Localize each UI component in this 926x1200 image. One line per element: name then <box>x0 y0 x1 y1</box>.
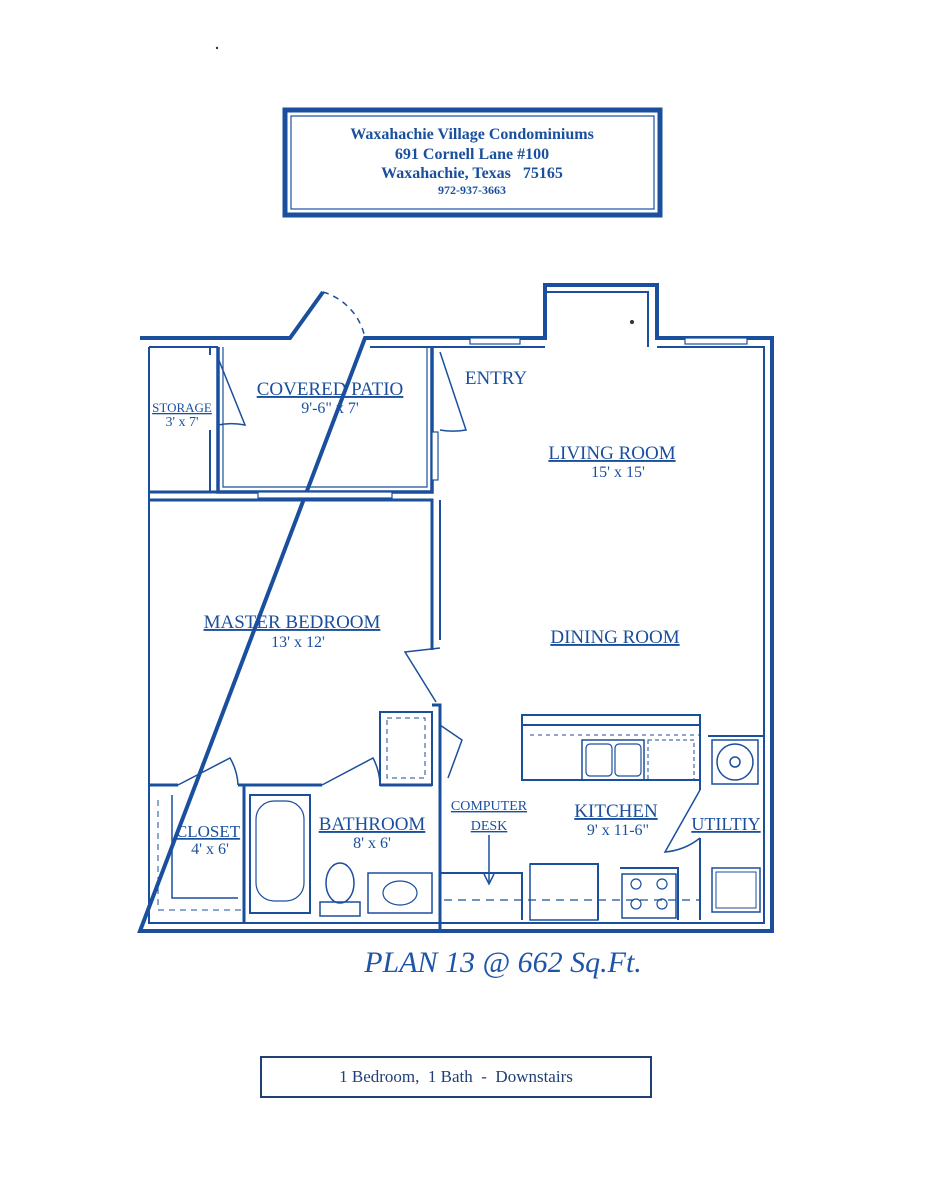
kitchen-label: KITCHEN <box>574 801 658 822</box>
kitchen-sink-icon <box>581 739 645 781</box>
storage-dims: 3' x 7' <box>165 415 198 430</box>
closet-label: CLOSET <box>176 822 241 841</box>
header-box: Waxahachie Village Condominiums 691 Corn… <box>282 107 663 218</box>
speck <box>630 320 634 324</box>
storage-label: STORAGE <box>152 400 212 415</box>
refrigerator-icon <box>529 863 599 921</box>
bathroom-label: BATHROOM <box>319 814 426 835</box>
fixtures <box>249 739 761 921</box>
entry-label: ENTRY <box>465 368 528 389</box>
water-heater-icon <box>711 739 759 785</box>
street-address: 691 Cornell Lane #100 <box>395 146 549 163</box>
living-room-dims: 15' x 15' <box>591 464 645 481</box>
bathroom-dims: 8' x 6' <box>353 835 391 852</box>
speck <box>215 46 219 50</box>
kitchen-dims: 9' x 11-6" <box>587 822 649 839</box>
patio-label: COVERED PATIO <box>257 379 404 400</box>
walls <box>137 283 774 933</box>
computer-desk-label-2: DESK <box>471 819 508 834</box>
plan-title: PLAN 13 @ 662 Sq.Ft. <box>363 946 642 979</box>
master-bedroom-dims: 13' x 12' <box>271 634 325 651</box>
patio-dims: 9'-6" x 7' <box>301 400 359 417</box>
arrow-head <box>483 873 495 886</box>
bathroom-sink-icon <box>367 872 433 914</box>
city-state-zip: Waxahachie, Texas 75165 <box>381 165 563 182</box>
stove-icon <box>621 873 677 919</box>
toilet-icon <box>319 862 361 917</box>
master-bedroom-label: MASTER BEDROOM <box>204 612 381 633</box>
community-name: Waxahachie Village Condominiums <box>350 126 594 143</box>
utility-label: UTILTIY <box>691 814 760 834</box>
washer-dryer-icon <box>711 867 761 913</box>
living-room-label: LIVING ROOM <box>548 443 675 464</box>
unit-summary: 1 Bedroom, 1 Bath - Downstairs <box>339 1067 573 1086</box>
windows <box>257 337 748 499</box>
computer-desk-label: COMPUTER <box>451 799 528 814</box>
room-labels: STORAGE 3' x 7' COVERED PATIO 9'-6" x 7'… <box>152 368 761 858</box>
bathtub-icon <box>249 794 311 914</box>
dining-room-label: DINING ROOM <box>550 627 679 648</box>
closet-dims: 4' x 6' <box>191 841 229 858</box>
phone-number: 972-937-3663 <box>438 183 506 197</box>
dishwasher-icon <box>647 739 695 781</box>
summary-box: 1 Bedroom, 1 Bath - Downstairs <box>260 1056 652 1098</box>
